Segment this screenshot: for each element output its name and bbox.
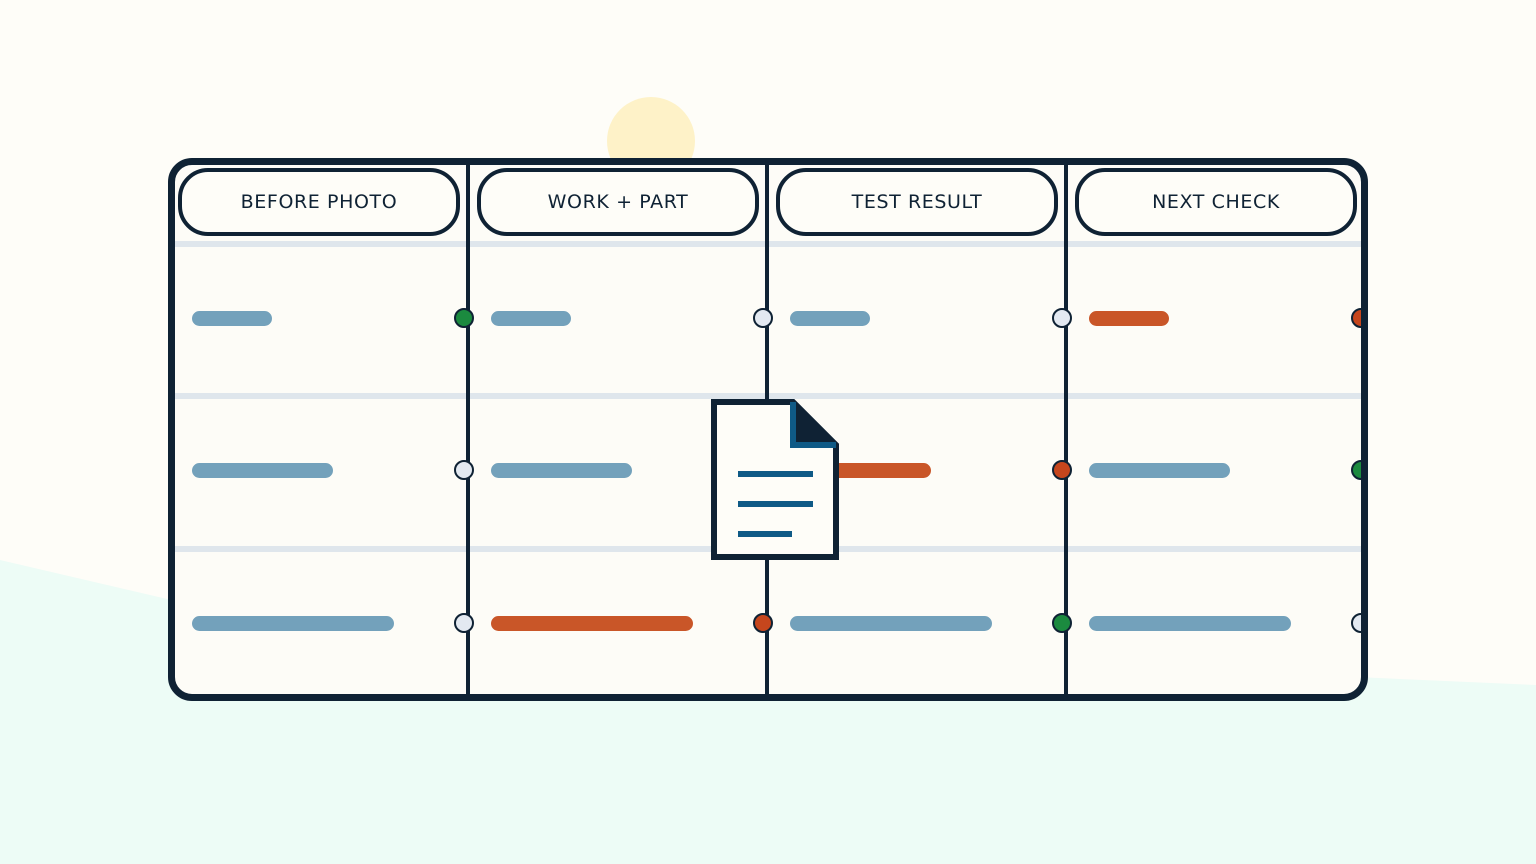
status-bar — [1089, 463, 1230, 478]
status-bar — [790, 616, 992, 631]
document-icon — [711, 399, 839, 560]
status-dot — [454, 308, 474, 328]
column-header-work-part: WORK + PART — [477, 168, 759, 236]
column-header-test-result: TEST RESULT — [776, 168, 1058, 236]
status-dot — [1351, 308, 1361, 328]
column-divider — [466, 165, 470, 694]
status-bar — [192, 311, 272, 326]
status-bar — [491, 311, 571, 326]
status-bar — [491, 463, 632, 478]
status-bar — [192, 616, 394, 631]
status-dot — [1351, 613, 1361, 633]
status-bar — [192, 463, 333, 478]
status-dot — [1052, 613, 1072, 633]
status-bar — [1089, 311, 1169, 326]
status-dot — [1351, 460, 1361, 480]
column-header-next-check: NEXT CHECK — [1075, 168, 1357, 236]
status-dot — [1052, 308, 1072, 328]
status-bar — [1089, 616, 1291, 631]
column-divider — [1064, 165, 1068, 694]
status-bar — [790, 311, 870, 326]
column-header-before-photo: BEFORE PHOTO — [178, 168, 460, 236]
status-dot — [753, 308, 773, 328]
status-dot — [454, 613, 474, 633]
status-dot — [753, 613, 773, 633]
status-bar — [491, 616, 693, 631]
status-dot — [1052, 460, 1072, 480]
status-dot — [454, 460, 474, 480]
